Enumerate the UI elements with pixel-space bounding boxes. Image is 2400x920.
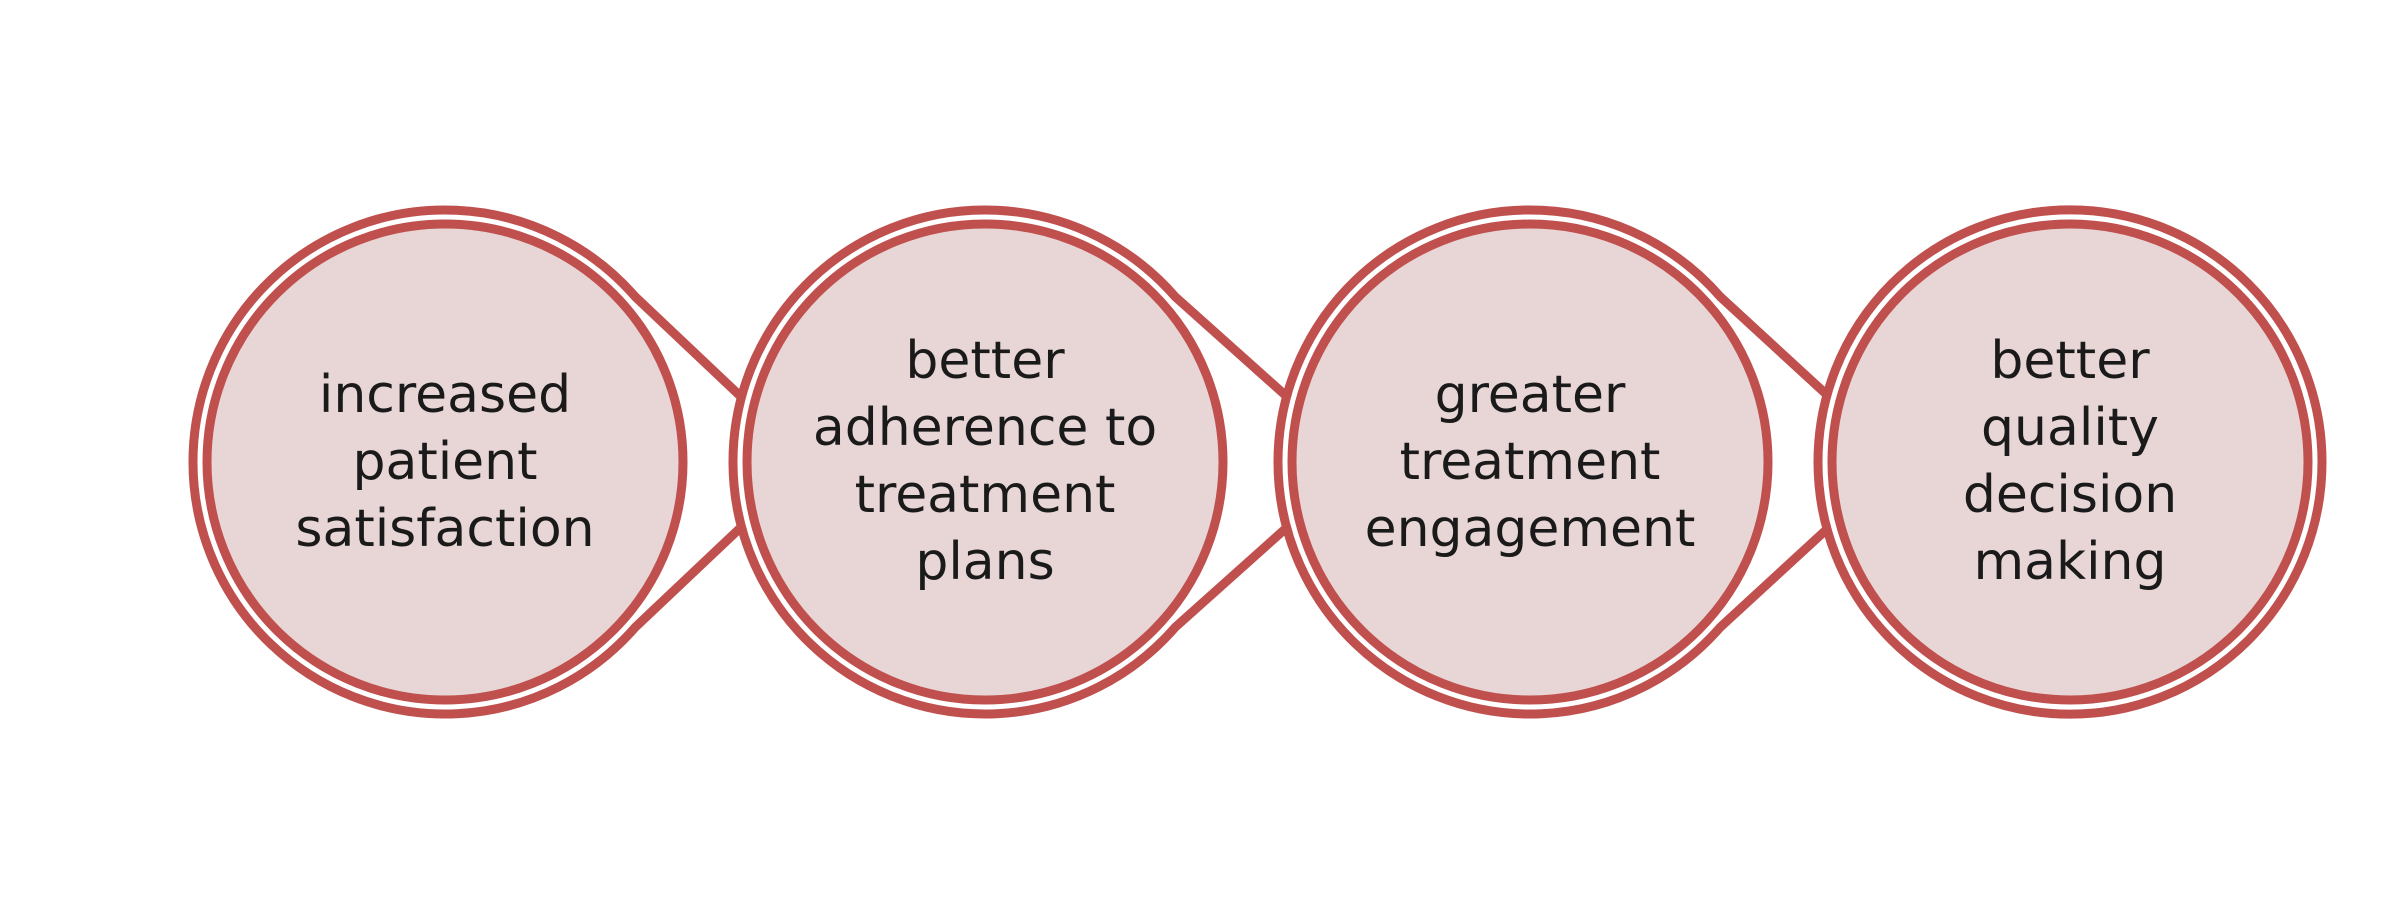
step-3-circle: [1287, 219, 1773, 705]
step-1-circle: [202, 219, 688, 705]
step-4-circle: [1827, 219, 2313, 705]
step-2-circle: [742, 219, 1228, 705]
